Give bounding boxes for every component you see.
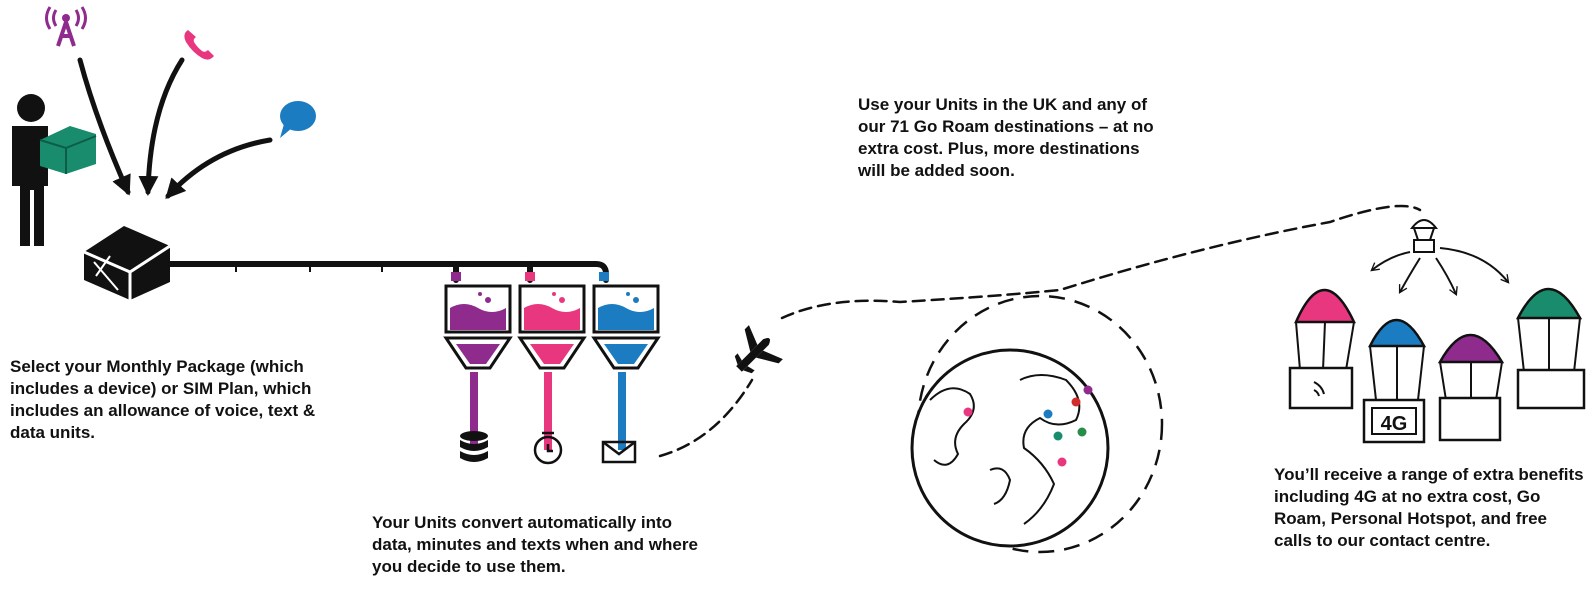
envelope-icon bbox=[601, 440, 637, 464]
caption-roam: Use your Units in the UK and any of our … bbox=[858, 95, 1154, 180]
stopwatch-icon bbox=[533, 431, 563, 465]
cell-tower-icon bbox=[45, 6, 87, 47]
converter-texts bbox=[591, 284, 661, 450]
caption-package: Select your Monthly Package (which inclu… bbox=[10, 357, 316, 442]
mini-parachute-icon bbox=[1409, 219, 1439, 253]
parachute-hotspot bbox=[1288, 289, 1356, 410]
converter-data bbox=[443, 284, 513, 450]
parachute-roam bbox=[1437, 333, 1505, 442]
globe-icon bbox=[910, 294, 1164, 554]
four-g-label: 4G bbox=[1381, 413, 1408, 435]
package-box-icon bbox=[83, 226, 171, 300]
parachute-calls bbox=[1515, 287, 1586, 410]
valve-purple bbox=[451, 272, 461, 281]
flow-arrows bbox=[77, 57, 273, 199]
valve-pink bbox=[525, 272, 535, 281]
converter-minutes bbox=[517, 284, 587, 450]
person-icon bbox=[12, 94, 97, 246]
parachute-4g: 4G bbox=[1362, 318, 1427, 444]
distribution-arrows bbox=[1370, 247, 1510, 297]
pipe-ticks bbox=[235, 264, 383, 272]
phone-icon bbox=[184, 30, 214, 60]
caption-units: Your Units convert automatically into da… bbox=[372, 513, 698, 576]
chat-bubble-icon bbox=[280, 101, 316, 138]
database-icon bbox=[460, 431, 488, 462]
caption-benefits: You’ll receive a range of extra benefits… bbox=[1274, 465, 1584, 550]
airplane-icon bbox=[734, 325, 783, 374]
flight-path bbox=[658, 204, 1422, 458]
valve-blue bbox=[599, 272, 609, 281]
